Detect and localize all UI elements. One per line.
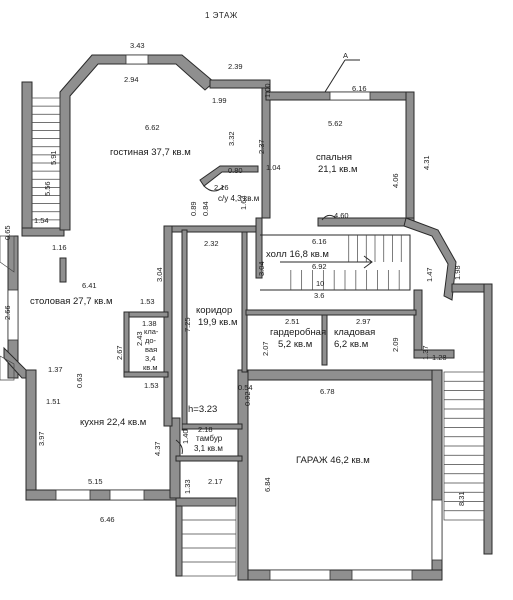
dim-label: 1.00 <box>263 83 272 98</box>
doors <box>175 185 337 455</box>
dim-label: 6.84 <box>263 477 272 492</box>
room-corridor-name: коридор <box>196 305 233 316</box>
dim-label: 2.51 <box>285 317 300 326</box>
dim-label: 2.16 <box>214 183 229 192</box>
dim-label: 1.64 <box>239 195 248 210</box>
dim-label: 1.53 <box>144 381 159 390</box>
dim-label: 2.32 <box>204 239 219 248</box>
room-kitchen: кухня 22,4 кв.м <box>80 417 147 428</box>
room-pantry-5: кв.м <box>143 363 158 372</box>
dim-label: 1.40 <box>181 429 190 444</box>
room-wardrobe-name: гардеробная <box>270 327 327 338</box>
dim-label: 5.15 <box>88 477 103 486</box>
ceiling-height: h=3.23 <box>188 404 218 415</box>
dim-label: 0.54 <box>238 383 253 392</box>
room-living: гостиная 37,7 кв.м <box>110 147 191 158</box>
dim-label: 2.67 <box>115 345 124 360</box>
dim-label: 7.25 <box>183 317 192 332</box>
room-pantry-2: до- <box>145 336 157 345</box>
dim-label: 1.38 <box>142 319 157 328</box>
room-hall: холл 16,8 кв.м <box>266 249 329 260</box>
dim-label: 3.32 <box>227 131 236 146</box>
dim-label: 2.07 <box>261 341 270 356</box>
windows <box>7 54 443 581</box>
dim-label: 6.62 <box>145 123 160 132</box>
dim-label: 3.6 <box>314 291 325 300</box>
dim-label: 1.99 <box>212 96 227 105</box>
dim-label: 1.98 <box>453 265 462 280</box>
section-marker-label: А <box>343 51 349 60</box>
room-pantry-4: 3,4 <box>145 354 156 363</box>
dim-label: 1.04 <box>266 163 281 172</box>
dim-label: 6.46 <box>100 515 115 524</box>
interior-walls <box>59 165 417 462</box>
dim-label: 0.80 <box>228 166 243 175</box>
room-vestibule-name: тамбур <box>196 434 223 443</box>
dim-label: 2.39 <box>228 62 243 71</box>
dim-label: 3.97 <box>37 431 46 446</box>
dim-label: 4.31 <box>422 155 431 170</box>
dim-label: 5.56 <box>43 181 52 196</box>
dim-label: 4.06 <box>391 173 400 188</box>
dim-label: 1.53 <box>140 297 155 306</box>
dim-label: 0.65 <box>3 225 12 240</box>
dim-label: 6.16 <box>352 84 367 93</box>
dim-label: 0.84 <box>201 201 210 216</box>
outer-walls <box>3 54 493 581</box>
room-corridor-area: 19,9 кв.м <box>198 317 238 328</box>
dim-label: 1.37 <box>48 365 63 374</box>
dim-label: 1.51 <box>46 397 61 406</box>
room-garage: ГАРАЖ 46,2 кв.м <box>296 455 370 466</box>
room-wardrobe-area: 5,2 кв.м <box>278 339 313 350</box>
dim-label: 2.97 <box>356 317 371 326</box>
dim-label: 3.04 <box>257 261 266 276</box>
dim-label: 2.43 <box>135 331 144 346</box>
dim-label: 2.17 <box>208 477 223 486</box>
dim-label: 6.92 <box>312 262 327 271</box>
room-bedroom-area: 21,1 кв.м <box>318 164 358 175</box>
dim-label: 6.78 <box>320 387 335 396</box>
dim-label: 2.09 <box>391 337 400 352</box>
dim-label: 2.37 <box>257 139 266 154</box>
dim-label: 10 <box>316 279 325 288</box>
room-vestibule-area: 3,1 кв.м <box>194 444 223 453</box>
dim-label: 4.37 <box>153 441 162 456</box>
room-pantry-1: кла- <box>144 327 159 336</box>
dim-label: 6.16 <box>312 237 327 246</box>
dim-label: 1.37 <box>421 345 430 360</box>
section-marker <box>324 59 360 93</box>
room-wc: с/у 4,3 кв.м <box>218 194 260 203</box>
room-bedroom-name: спальня <box>316 152 353 163</box>
dim-label: 2.18 <box>198 425 213 434</box>
dim-label: 0.89 <box>189 201 198 216</box>
room-storage-area: 6,2 кв.м <box>334 339 369 350</box>
dim-label: 4.60 <box>334 211 349 220</box>
dim-label: 3.04 <box>155 267 164 282</box>
dim-label: 5.91 <box>49 150 58 165</box>
dim-label: 1.54 <box>34 216 49 225</box>
dim-label: 1.47 <box>425 267 434 282</box>
floor-title: 1 ЭТАЖ <box>205 11 238 20</box>
dim-label: 3.43 <box>130 41 145 50</box>
dim-label: 2.66 <box>3 305 12 320</box>
dim-label: 5.62 <box>328 119 343 128</box>
dim-label: 0.63 <box>75 373 84 388</box>
dim-label: 8.31 <box>457 491 466 506</box>
dim-label: 1.33 <box>183 479 192 494</box>
dim-label: 1.28 <box>432 353 447 362</box>
dim-label: 6.41 <box>82 281 97 290</box>
dim-label: 0.92 <box>243 391 252 406</box>
stair-arrow <box>280 255 373 269</box>
dim-label: 2.94 <box>124 75 139 84</box>
room-pantry-3: вая <box>145 345 158 354</box>
room-dining: столовая 27,7 кв.м <box>30 296 113 307</box>
room-storage-name: кладовая <box>334 327 376 338</box>
dim-label: 1.16 <box>52 243 67 252</box>
